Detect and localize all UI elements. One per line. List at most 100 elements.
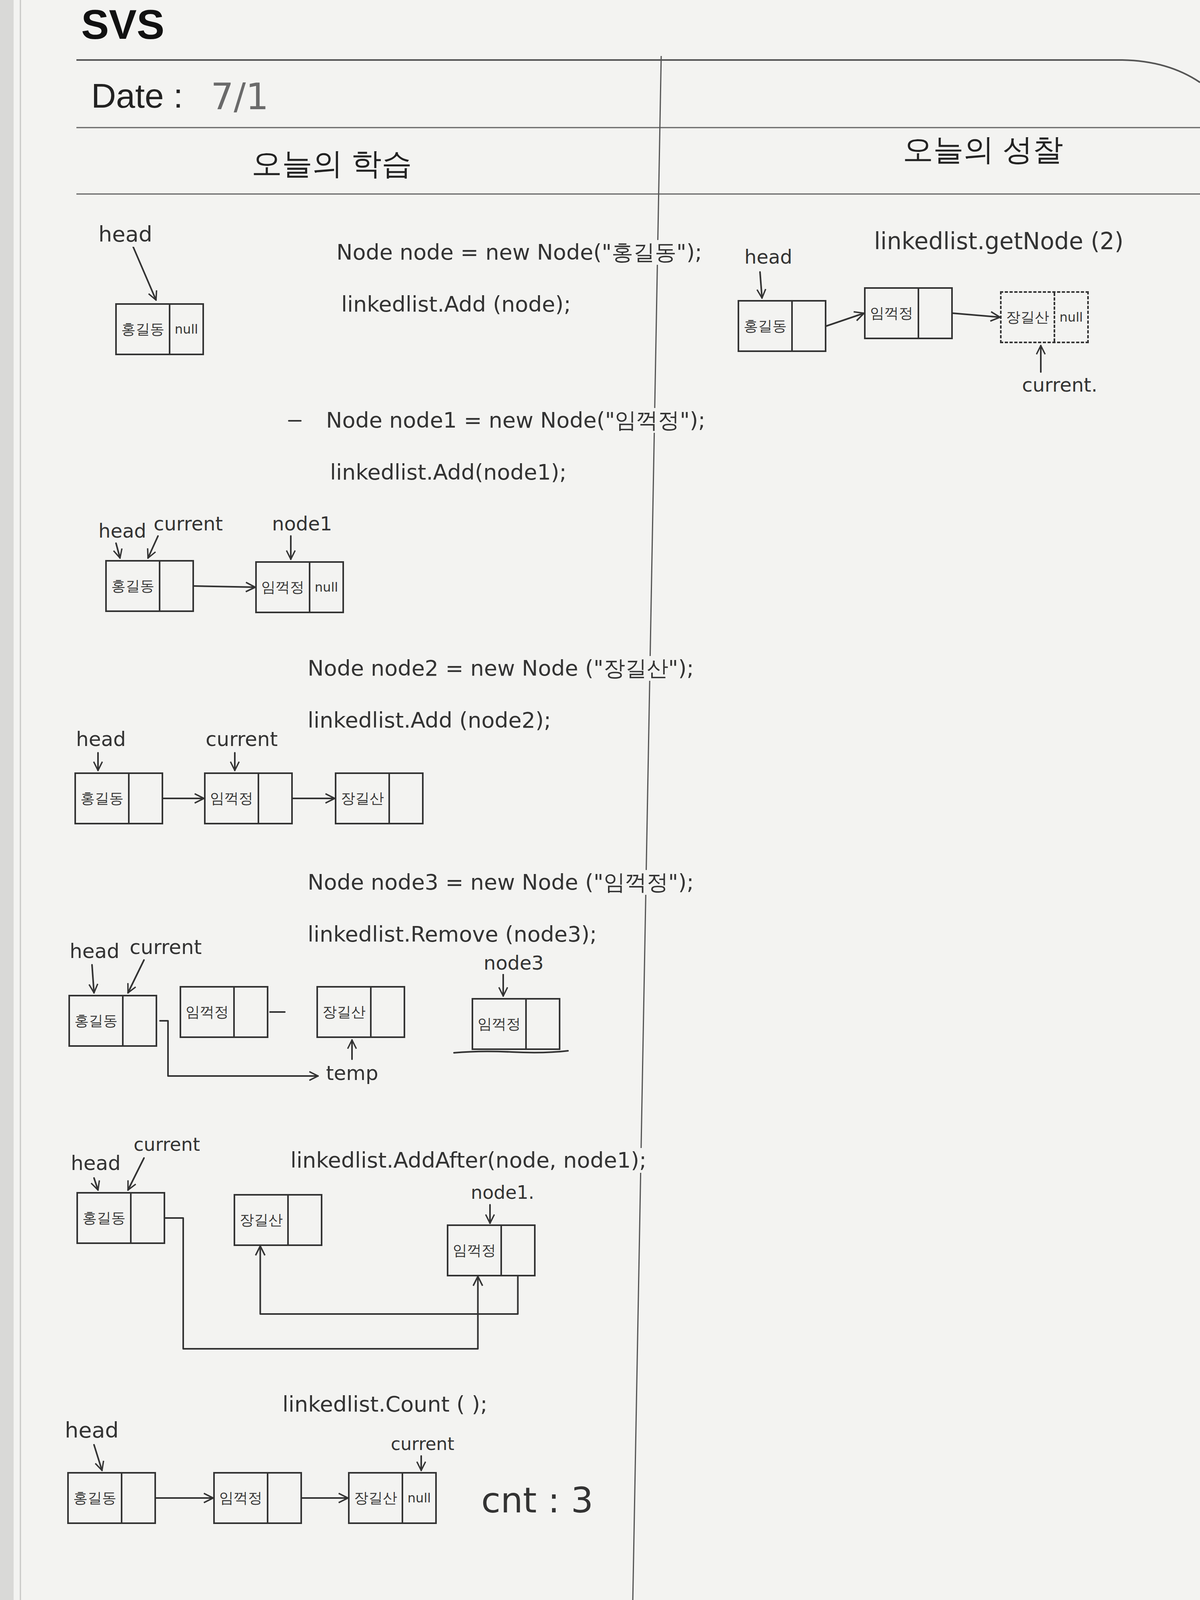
pointer-arrow — [92, 964, 94, 993]
list-node: 홍길동 — [67, 1472, 156, 1524]
count-result: cnt : 3 — [479, 1480, 595, 1521]
pointer-arrow — [94, 1444, 102, 1471]
node-value: 임꺽정 — [219, 1488, 263, 1508]
pointer-arrow — [420, 1456, 422, 1471]
code-line: linkedlist.getNode (2) — [872, 228, 1126, 255]
next-cell — [917, 288, 952, 338]
pointer-label: current — [389, 1434, 456, 1455]
next-cell — [791, 301, 825, 351]
next-pointer: null — [174, 321, 198, 337]
list-node: 장길산 — [316, 986, 406, 1038]
node-value: 홍길동 — [111, 576, 155, 596]
node-value: 임꺽정 — [261, 577, 305, 598]
list-node: 홍길동 null — [115, 303, 204, 356]
value-cell: 홍길동 — [116, 304, 169, 354]
list-node: 홍길동 — [68, 994, 158, 1047]
list-node: 임꺽정 null — [255, 561, 344, 614]
node-value: 홍길동 — [80, 788, 124, 809]
pointer-label: head — [69, 1152, 123, 1176]
dash-mark — [288, 420, 301, 422]
value-cell: 임꺽정 — [256, 562, 309, 612]
list-node: 홍길동 — [105, 560, 194, 612]
date-label: Date : — [89, 76, 185, 116]
pointer-label: head — [63, 1418, 121, 1443]
code-line: Node node2 = new Node ("장길산"); — [306, 656, 696, 681]
value-cell: 임꺽정 — [473, 999, 526, 1049]
code-line: Node node1 = new Node("임꺽정"); — [324, 408, 708, 433]
value-cell: 임꺽정 — [181, 987, 234, 1037]
pointer-arrow — [290, 536, 292, 560]
brand-logo: SVS — [79, 0, 166, 49]
node-value: 홍길동 — [743, 316, 787, 336]
pointer-arrow — [94, 1178, 98, 1190]
pointer-label: head — [742, 246, 794, 268]
next-pointer: null — [407, 1490, 431, 1506]
next-pointer: null — [314, 579, 338, 595]
pointer-label: current — [128, 936, 204, 960]
next-cell — [122, 996, 156, 1046]
value-cell: 홍길동 — [78, 1193, 130, 1243]
next-link-arrow — [292, 797, 335, 800]
pointer-arrow — [132, 246, 156, 300]
next-pointer: null — [1059, 309, 1083, 325]
node-value: 장길산 — [1006, 307, 1050, 328]
pointer-label: head — [96, 520, 148, 542]
list-node: 임꺽정 — [204, 772, 293, 825]
next-cell — [128, 774, 162, 823]
next-cell: null — [401, 1473, 436, 1523]
pointer-arrow — [351, 1040, 353, 1060]
node-value: 홍길동 — [82, 1208, 126, 1228]
section-heading: 오늘의 학습 — [250, 146, 414, 181]
pointer-stub — [270, 1011, 285, 1013]
margin-line — [20, 0, 22, 1600]
list-node: 장길산 null — [1000, 291, 1089, 344]
pointer-arrow — [489, 1204, 491, 1224]
list-node: 홍길동 — [76, 1192, 166, 1244]
value-cell: 장길산 — [318, 987, 370, 1037]
pointer-label: head — [74, 728, 128, 752]
next-cell — [370, 987, 404, 1037]
node-value: 홍길동 — [74, 1011, 118, 1031]
page-shadow — [0, 0, 14, 1600]
list-node: 장길산null — [348, 1472, 437, 1524]
section-heading: 오늘의 성찰 — [901, 132, 1065, 167]
node-value: 임꺽정 — [452, 1240, 496, 1261]
node-value: 장길산 — [239, 1210, 283, 1230]
code-line: linkedlist.Add (node2); — [306, 708, 553, 733]
next-link-arrow — [163, 797, 204, 800]
node-value: 임꺽정 — [870, 303, 914, 324]
next-link-arrow — [826, 313, 864, 326]
value-cell: 장길산 — [1001, 292, 1054, 342]
code-line: linkedlist.Add(node1); — [328, 460, 569, 485]
next-cell — [158, 561, 193, 611]
node-value: 장길산 — [340, 788, 384, 809]
value-cell: 임꺽정 — [205, 774, 258, 823]
value-cell: 홍길동 — [68, 1473, 121, 1523]
list-node: 장길산 — [233, 1194, 323, 1246]
pointer-arrow — [234, 752, 236, 771]
pointer-arrow — [97, 752, 99, 771]
node-value: 임꺽정 — [185, 1002, 229, 1022]
list-node: 홍길동 — [737, 300, 827, 352]
rule-line — [76, 127, 1200, 129]
value-cell: 홍길동 — [106, 561, 159, 611]
node-value: 홍길동 — [121, 319, 165, 340]
next-cell: null — [168, 304, 203, 354]
date-value: 7/1 — [209, 76, 271, 118]
rule-line — [76, 193, 1200, 195]
strike-mark — [454, 1050, 568, 1053]
list-node: 임꺽정 — [446, 1224, 536, 1277]
value-cell: 장길산 — [336, 774, 389, 823]
column-divider — [632, 56, 662, 1600]
next-cell — [257, 774, 292, 823]
pointer-label: head — [96, 222, 154, 247]
code-line: linkedlist.Remove (node3); — [306, 922, 599, 947]
value-cell: 홍길동 — [76, 774, 128, 823]
next-link-arrow — [194, 586, 256, 588]
node-value: 임꺽정 — [477, 1014, 521, 1034]
code-line: linkedlist.AddAfter(node, node1); — [288, 1148, 648, 1173]
next-cell — [266, 1473, 301, 1523]
next-cell — [500, 1226, 534, 1275]
pointer-arrow — [502, 974, 504, 996]
